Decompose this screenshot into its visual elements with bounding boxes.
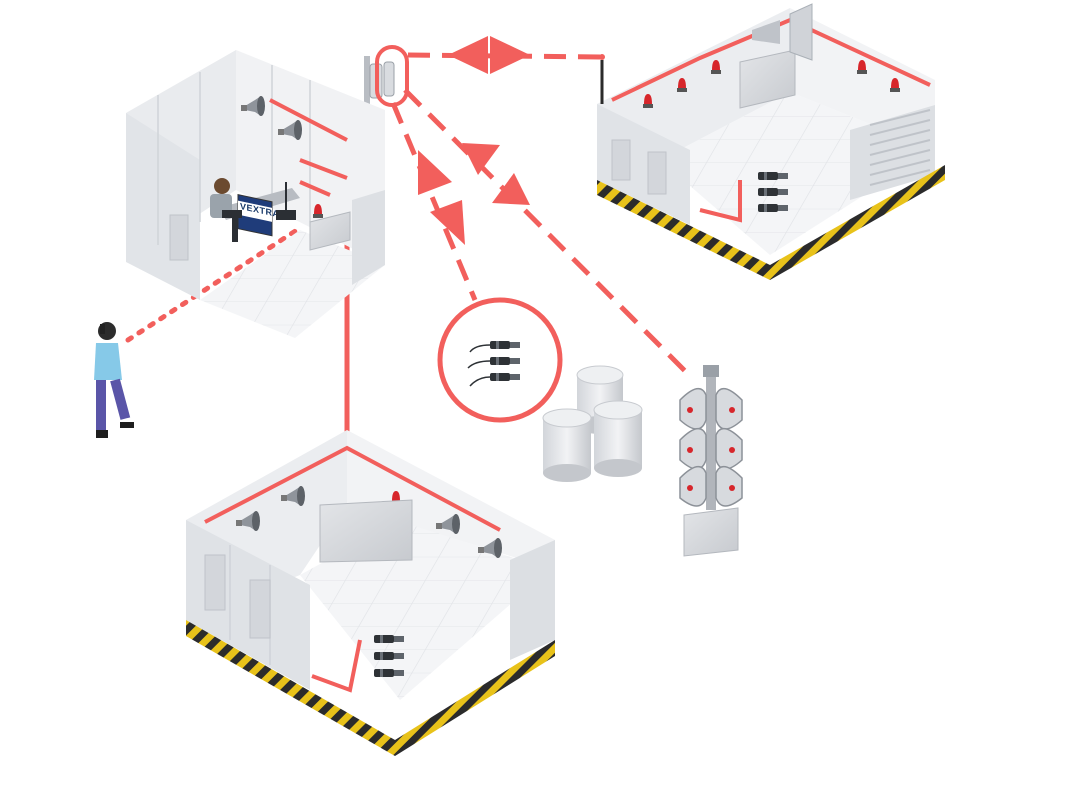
storage-drums bbox=[542, 365, 643, 482]
mobile-phone-icon bbox=[100, 324, 105, 334]
control-room: VEXTRA bbox=[126, 50, 385, 338]
sensor-icon bbox=[374, 652, 404, 660]
arrow-marker-sensor bbox=[418, 150, 465, 245]
sensor-icon bbox=[758, 172, 788, 180]
link-antenna-to-sensor-callout bbox=[390, 102, 478, 301]
sensor-icon bbox=[758, 188, 788, 196]
sensor-icon bbox=[374, 669, 404, 677]
horn-speaker-icon bbox=[752, 3, 813, 61]
remote-room-top-right bbox=[597, 3, 945, 280]
link-phone-to-control-room bbox=[125, 225, 303, 343]
sensor-icon bbox=[374, 635, 404, 643]
sensor-icon bbox=[490, 341, 520, 349]
arrow-marker-horn bbox=[462, 143, 530, 205]
sensor-icon bbox=[490, 357, 520, 365]
mobile-phone-user bbox=[94, 322, 134, 438]
sensor-group-callout bbox=[437, 297, 563, 423]
arrow-marker-top bbox=[448, 36, 530, 74]
operator-person-icon bbox=[210, 178, 242, 242]
remote-room-bottom bbox=[186, 430, 555, 756]
outdoor-horn-tower bbox=[679, 365, 743, 557]
sensor-icon bbox=[758, 204, 788, 212]
sensor-icon bbox=[490, 373, 520, 381]
